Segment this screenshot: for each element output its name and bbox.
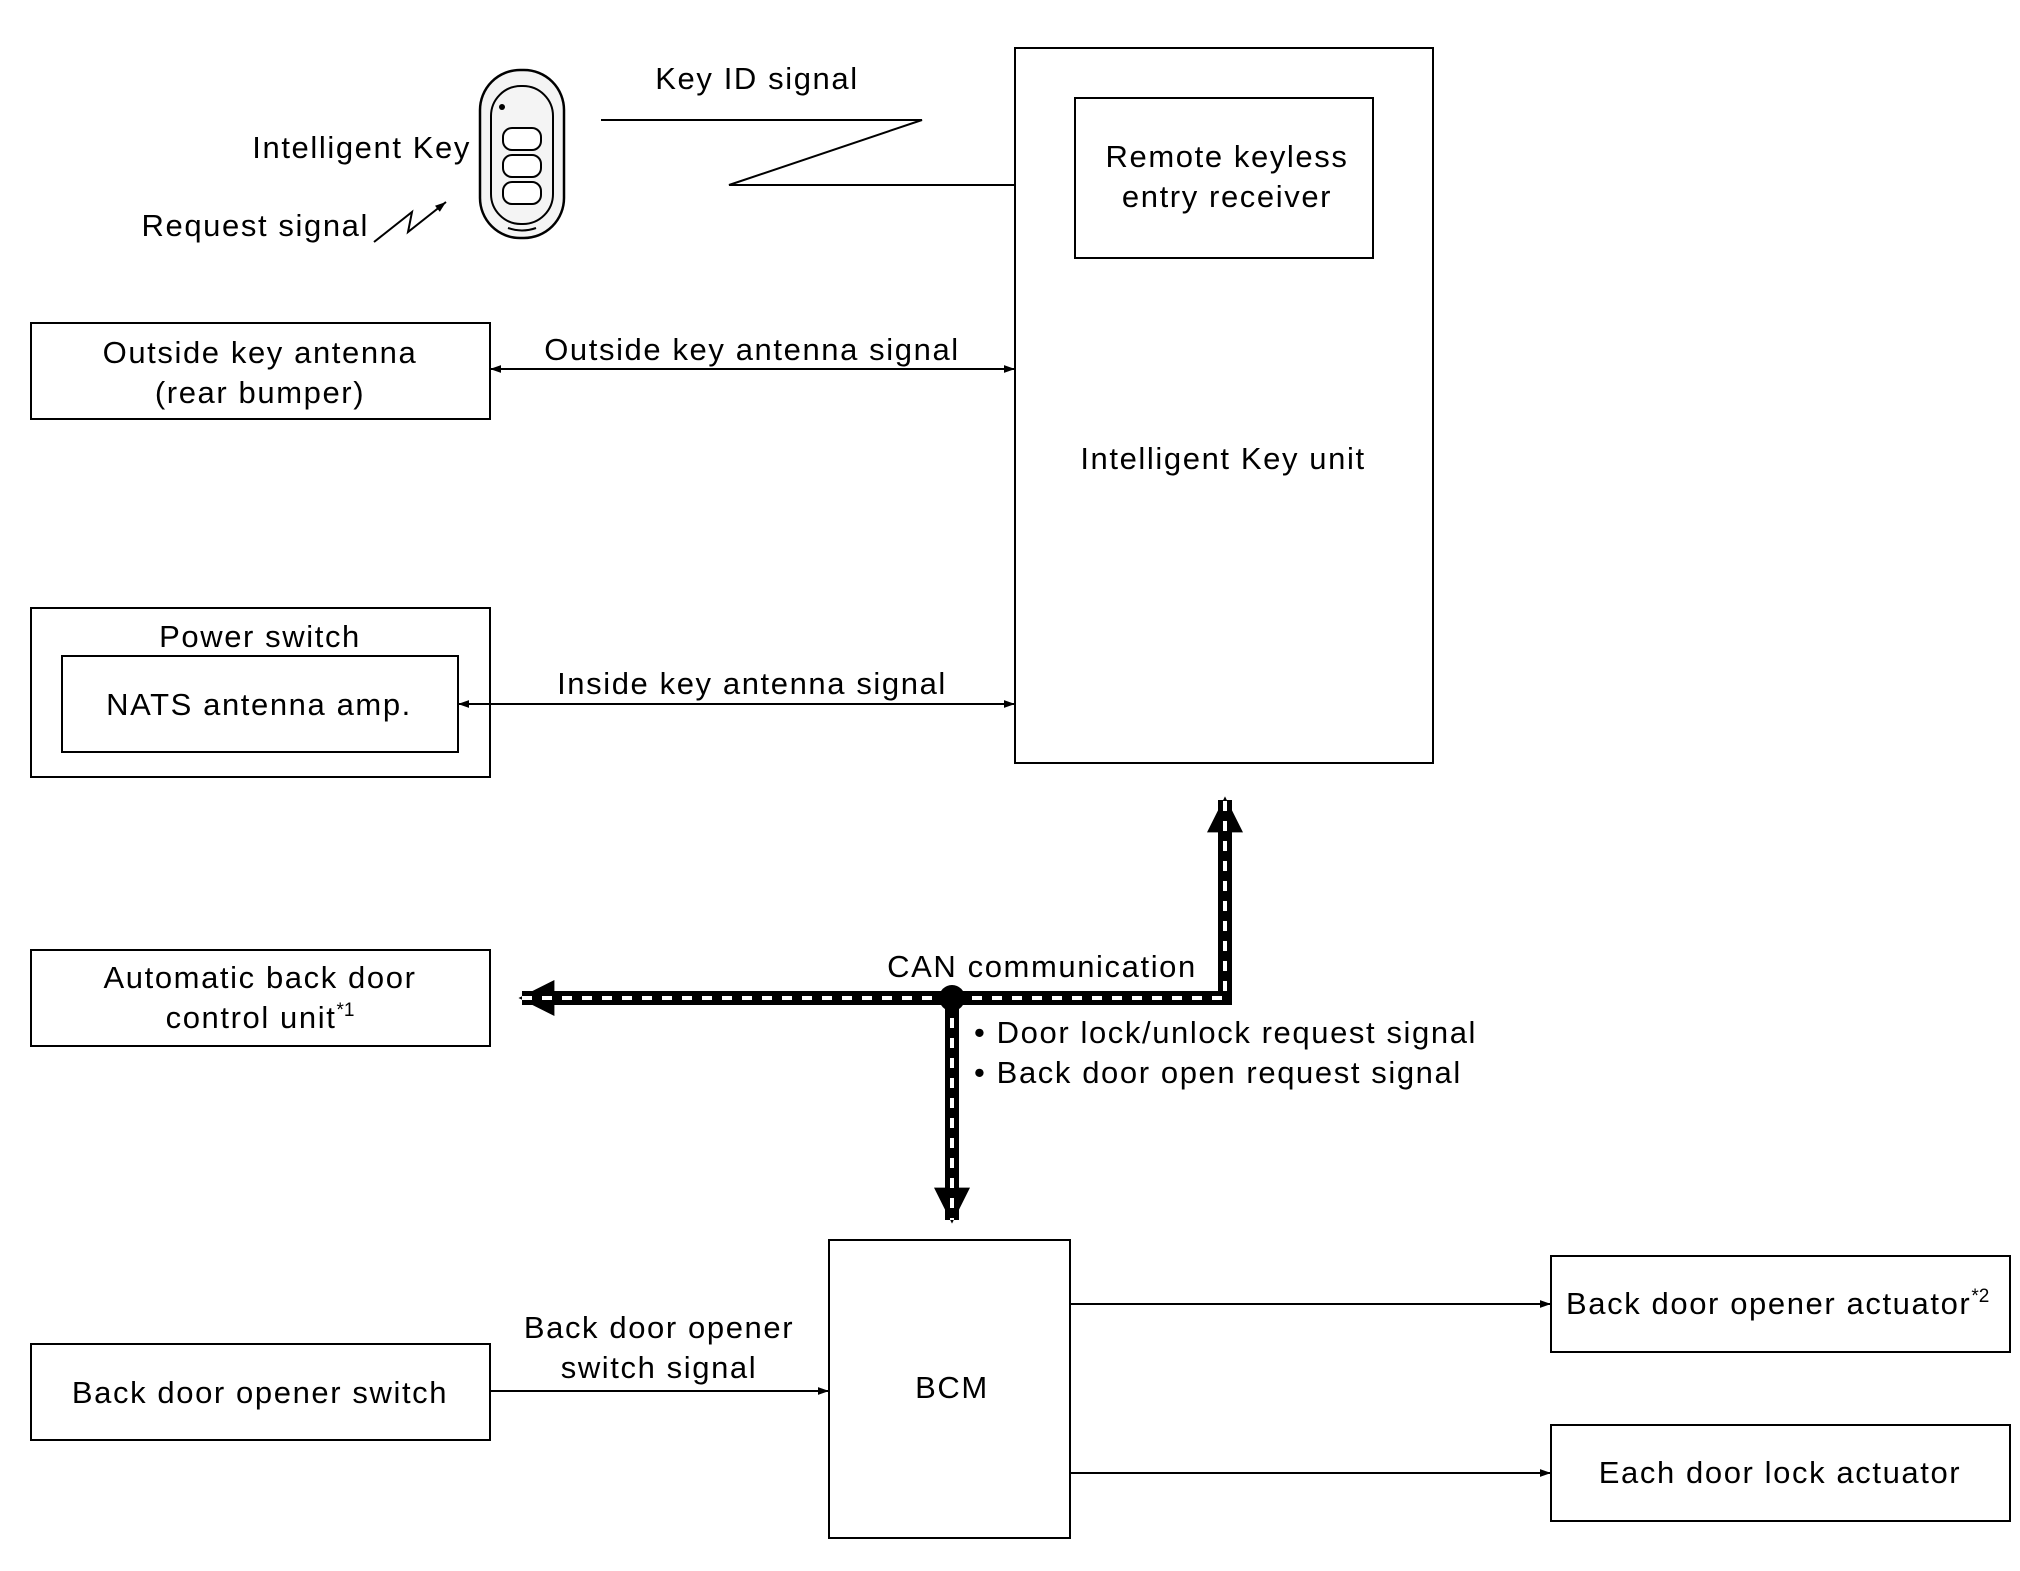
intelligent-key-unit-label: Intelligent Key unit xyxy=(1080,441,1365,476)
door-lock-unlock-signal-label: • Door lock/unlock request signal xyxy=(974,1015,1477,1050)
auto-back-door-line2: control unit*1 xyxy=(166,1000,355,1035)
back-door-opener-switch-box xyxy=(30,1343,491,1441)
outside-antenna-line1: Outside key antenna xyxy=(103,335,418,370)
intelligent-key-fob xyxy=(478,68,566,240)
each-door-lock-actuator-label: Each door lock actuator xyxy=(1599,1455,1961,1490)
can-communication-label: CAN communication xyxy=(887,949,1197,984)
nats-antenna-amp-label: NATS antenna amp. xyxy=(106,687,412,722)
key-id-signal-label: Key ID signal xyxy=(655,61,858,96)
power-switch-label: Power switch xyxy=(159,619,361,654)
bcm-box xyxy=(828,1239,1071,1539)
back-door-open-signal-label: • Back door open request signal xyxy=(974,1055,1462,1090)
intelligent-key-label: Intelligent Key xyxy=(252,130,471,165)
remote-keyless-entry-receiver-box xyxy=(1074,97,1374,259)
request-signal-label: Request signal xyxy=(142,208,369,243)
each-door-lock-actuator-box xyxy=(1550,1424,2011,1522)
automatic-back-door-control-unit-box xyxy=(30,949,491,1047)
receiver-label-line2: entry receiver xyxy=(1122,179,1332,214)
can-junction-dot xyxy=(939,985,965,1011)
receiver-label-line1: Remote keyless xyxy=(1106,139,1349,174)
outside-antenna-signal-label: Outside key antenna signal xyxy=(544,332,960,367)
back-door-opener-actuator-label: Back door opener actuator*2 xyxy=(1566,1286,1989,1321)
inside-antenna-signal-label: Inside key antenna signal xyxy=(557,666,947,701)
back-door-switch-signal-line2: switch signal xyxy=(561,1350,758,1385)
bcm-label: BCM xyxy=(915,1370,989,1405)
back-door-switch-signal-line1: Back door opener xyxy=(524,1310,794,1345)
outside-antenna-line2: (rear bumper) xyxy=(155,375,365,410)
outside-key-antenna-box xyxy=(30,322,491,420)
auto-back-door-line1: Automatic back door xyxy=(104,960,417,995)
key-id-signal-wire xyxy=(601,119,1075,189)
back-door-opener-switch-label: Back door opener switch xyxy=(72,1375,448,1410)
can-bus xyxy=(518,796,1243,1224)
request-signal-icon xyxy=(373,201,447,243)
